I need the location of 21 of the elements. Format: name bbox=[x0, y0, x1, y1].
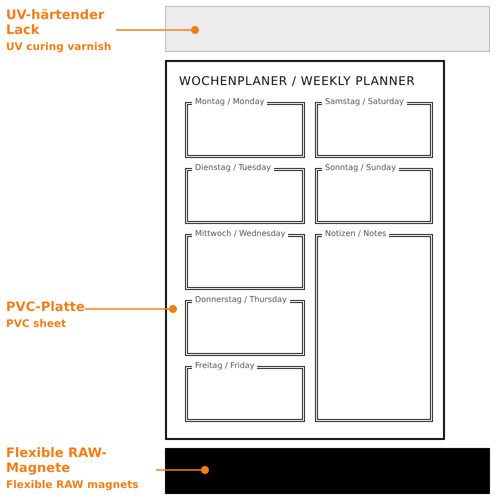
cell-label: Sonntag / Sunday bbox=[322, 163, 399, 173]
callout-subtitle: PVC sheet bbox=[6, 317, 66, 331]
magnet-sheet bbox=[165, 448, 490, 494]
planner-title: WOCHENPLANER / WEEKLY PLANNER bbox=[179, 74, 416, 88]
cell-label: Notizen / Notes bbox=[322, 229, 390, 239]
cell-label: Freitag / Friday bbox=[192, 361, 258, 371]
varnish-sheet bbox=[165, 6, 490, 52]
planner-sheet bbox=[165, 60, 445, 440]
cell-label: Samstag / Saturday bbox=[322, 97, 407, 107]
leader-line bbox=[156, 466, 209, 474]
callout-title: PVC-Platte bbox=[6, 300, 85, 315]
cell-label: Donnerstag / Thursday bbox=[192, 295, 290, 305]
callout-subtitle: Flexible RAW magnets bbox=[6, 478, 139, 492]
callout-subtitle: UV curing varnish bbox=[6, 40, 112, 54]
cell-label: Dienstag / Tuesday bbox=[192, 163, 274, 173]
callout-title: UV-härtender Lack bbox=[6, 8, 106, 38]
leader-line bbox=[84, 305, 177, 313]
cell-label: Montag / Monday bbox=[192, 97, 268, 107]
leader-line bbox=[116, 26, 199, 34]
callout-title: Flexible RAW-Magnete bbox=[6, 446, 108, 476]
cell-label: Mittwoch / Wednesday bbox=[192, 229, 288, 239]
